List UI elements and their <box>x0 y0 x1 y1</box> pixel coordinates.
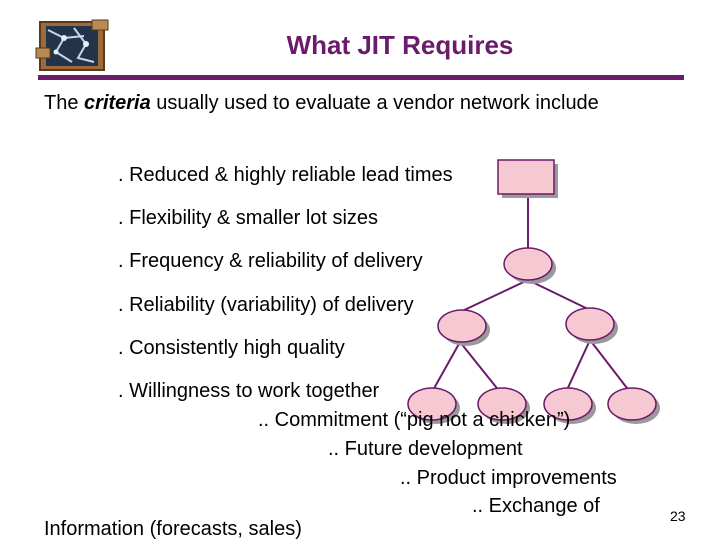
diagram-node <box>477 387 527 421</box>
diagram-root-node <box>497 159 555 195</box>
logo-image <box>35 19 109 71</box>
intro-text-start: The <box>44 92 85 114</box>
criteria-item-quality: . Consistently high quality <box>118 337 345 359</box>
sub-item-future-development: .. Future development <box>328 438 523 460</box>
sub-item-exchange: .. Exchange of <box>472 495 600 517</box>
criteria-item-frequency: . Frequency & reliability of delivery <box>118 250 423 272</box>
criteria-item-willingness: . Willingness to work together <box>118 380 380 402</box>
intro-text-end: usually used to evaluate a vendor networ… <box>150 92 599 114</box>
sub-item-product-improvements: .. Product improvements <box>400 467 617 489</box>
information-line: Information (forecasts, sales) <box>44 518 302 540</box>
intro-paragraph: The criteria usually used to evaluate a … <box>44 90 664 116</box>
diagram-node <box>607 387 657 421</box>
slide-title: What JIT Requires <box>286 30 514 60</box>
diagram-node <box>407 387 457 421</box>
criteria-item-lead-times: . Reduced & highly reliable lead times <box>118 164 453 186</box>
title-underline <box>38 75 684 80</box>
criteria-item-flexibility: . Flexibility & smaller lot sizes <box>118 207 379 229</box>
diagram-node <box>503 247 553 281</box>
diagram-node <box>543 387 593 421</box>
diagram-node <box>437 309 487 343</box>
criteria-item-reliability: . Reliability (variability) of delivery <box>118 294 414 316</box>
sub-item-commitment: .. Commitment (“pig not a chicken”) <box>258 409 571 431</box>
page-number: 23 <box>670 508 686 524</box>
diagram-node <box>565 307 615 341</box>
intro-emphasis: criteria <box>84 92 151 114</box>
